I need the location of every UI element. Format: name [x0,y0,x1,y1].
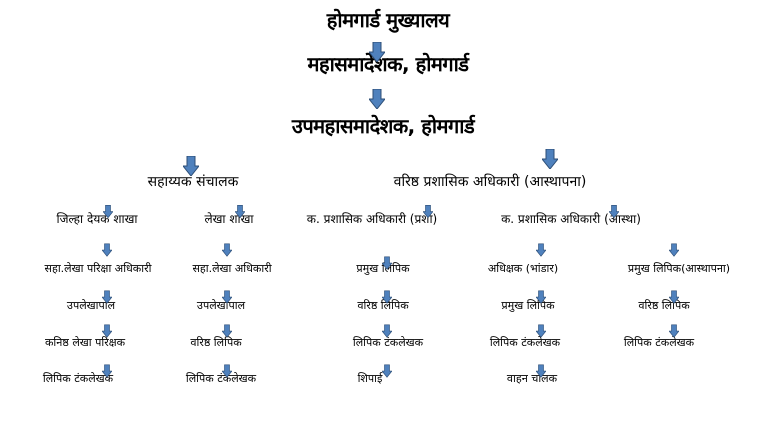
chain-node: कनिष्ठ लेखा परिक्षक [44,336,126,349]
chain-node: वरिष्ठ लिपिक [357,299,409,312]
chain-node: वरिष्ठ लिपिक [190,336,242,349]
chain-node: उपलेखापाल [196,299,246,312]
down-arrow-icon [669,324,679,338]
chain-node: प्रमुख लिपिक(आस्थापना) [627,262,731,275]
chain-node: शिपाई [357,372,383,385]
assistant-director: सहाय्यक संचालक [147,174,239,190]
chain-node: लिपिक टंकलेखक [489,336,561,349]
chain-node: वाहन चालक [506,372,558,385]
chain-node: लिपिक टंकलेखक [185,372,257,385]
chain-node: उपलेखापाल [66,299,116,312]
down-arrow-icon [536,364,546,378]
district-bill-branch: जिल्हा देयक शाखा [56,212,138,226]
down-arrow-icon [382,290,392,304]
down-arrow-icon [669,290,679,304]
down-arrow-icon [423,204,433,219]
down-arrow-icon [382,256,392,270]
down-arrow-icon [235,204,245,219]
junior-admin-officer-establishment: क. प्रशासिक अधिकारी (आस्था) [501,212,641,226]
down-arrow-icon [222,290,232,304]
accounts-branch: लेखा शाखा [204,212,254,226]
chain-node: लिपिक टंकलेखक [42,372,114,385]
down-arrow-icon [103,204,113,219]
down-arrow-icon [536,324,546,338]
down-arrow-icon [669,243,679,257]
down-arrow-icon [102,324,112,338]
hq-title: होमगार्ड मुख्यालय [326,8,450,32]
down-arrow-icon [102,364,112,378]
chain-node: लिपिक टंकलेखक [623,336,695,349]
down-arrow-icon [382,364,392,378]
down-arrow-icon [222,364,232,378]
down-arrow-icon [609,204,619,219]
junior-admin-officer-admin: क. प्रशासिक अधिकारी (प्रशा) [306,212,438,226]
chain-node: प्रमुख लिपिक [356,262,410,275]
senior-admin-officer: वरिष्ठ प्रशासिक अधिकारी (आस्थापना) [393,174,587,190]
down-arrow-icon [536,290,546,304]
chain-node: अधिक्षक (भांडार) [487,262,559,275]
chain-node: वरिष्ठ लिपिक [638,299,690,312]
chain-node: लिपिक टंकलेखक [352,336,424,349]
down-arrow-icon [102,243,112,257]
down-arrow-icon [222,243,232,257]
down-arrow-icon [382,324,392,338]
chain-node: सहा.लेखा परिक्षा अधिकारी [44,262,152,275]
down-arrow-icon [536,243,546,257]
down-arrow-icon [183,156,199,176]
director-general: महासमादेशक, होमगार्ड [307,52,469,76]
down-arrow-icon [222,324,232,338]
chain-node: सहा.लेखा अधिकारी [192,262,272,275]
chain-node: प्रमुख लिपिक [501,299,555,312]
deputy-director-general: उपमहासमादेशक, होमगार्ड [291,114,475,138]
down-arrow-icon [369,42,385,62]
down-arrow-icon [369,89,385,109]
down-arrow-icon [102,290,112,304]
down-arrow-icon [542,149,558,169]
